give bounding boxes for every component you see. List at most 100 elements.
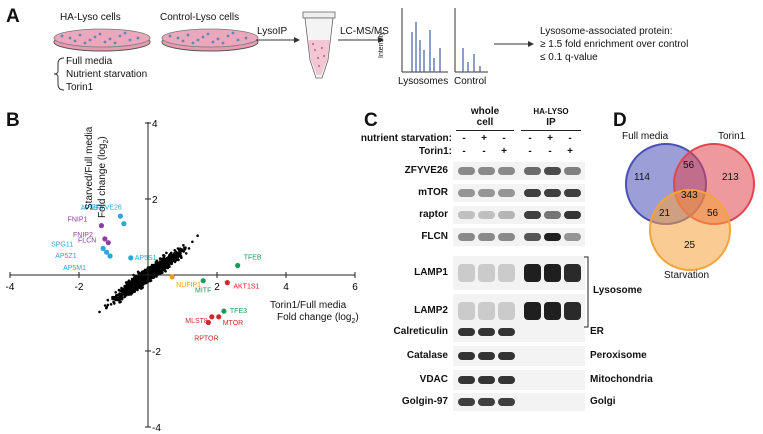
protein-point bbox=[152, 275, 156, 278]
header-ip: HA-LYSO IP bbox=[520, 106, 582, 128]
blot-row-vdac bbox=[453, 370, 585, 390]
blot-band bbox=[498, 328, 515, 336]
protein-point bbox=[136, 270, 140, 274]
blot-label-raptor: raptor bbox=[419, 209, 448, 220]
blot-row-zfyve26 bbox=[453, 162, 585, 180]
condition-torin1: Torin1 bbox=[66, 82, 94, 93]
y-axis-title-1: Starved/Full media bbox=[84, 126, 95, 210]
blot-label-catalase: Catalase bbox=[406, 350, 448, 361]
eppendorf-tube bbox=[302, 11, 336, 79]
blot-band bbox=[478, 376, 495, 384]
protein-point bbox=[141, 279, 144, 282]
intensity-axis-label: Intensity bbox=[378, 31, 385, 58]
blot-band bbox=[544, 302, 561, 320]
venn-full-torin1: 56 bbox=[683, 160, 695, 171]
protein-point bbox=[177, 254, 180, 257]
y-tick-label: -4 bbox=[152, 423, 161, 432]
panel-a-diagram bbox=[53, 8, 534, 91]
labeled-point-ap5b1 bbox=[117, 213, 123, 219]
header-whole-underline bbox=[456, 130, 514, 131]
labeled-point-mtor bbox=[216, 314, 222, 320]
labeled-point-label: AP5Z1 bbox=[55, 253, 77, 260]
protein-point bbox=[178, 254, 182, 257]
protein-point bbox=[157, 267, 160, 271]
protein-point bbox=[145, 270, 148, 274]
blot-band bbox=[524, 211, 541, 219]
labeled-point-label: SPG11 bbox=[51, 241, 73, 248]
labeled-point-label: FNIP2 bbox=[73, 232, 93, 239]
x-axis-title-sub: 2 bbox=[351, 318, 356, 325]
labeled-point-label: AP5S1 bbox=[135, 255, 157, 262]
labeled-point-spg11 bbox=[100, 245, 106, 251]
protein-point bbox=[158, 260, 162, 264]
labeled-point-label: MTOR bbox=[223, 320, 243, 327]
header-whole-cell: whole cell bbox=[455, 106, 515, 128]
protein-point bbox=[180, 256, 183, 259]
protein-point bbox=[161, 271, 164, 274]
protein-point bbox=[119, 289, 122, 293]
protein-point bbox=[106, 303, 110, 307]
protein-point bbox=[156, 264, 160, 267]
protein-point bbox=[144, 279, 148, 282]
blot-band bbox=[478, 398, 495, 406]
blot-band bbox=[458, 189, 475, 197]
labeled-point-mlst8 bbox=[209, 314, 215, 320]
protein-point bbox=[163, 254, 166, 257]
blot-band bbox=[458, 398, 475, 406]
protein-point bbox=[98, 310, 101, 314]
spectrum-lysosomes-label: Lysosomes bbox=[398, 76, 449, 87]
blot-band bbox=[524, 189, 541, 197]
blot-band bbox=[564, 211, 581, 219]
conditions-brace bbox=[53, 57, 65, 91]
x-tick-label: -4 bbox=[6, 282, 15, 293]
blot-band bbox=[498, 264, 515, 282]
header-cell: cell bbox=[476, 117, 494, 128]
protein-point bbox=[160, 267, 163, 270]
blot-band bbox=[498, 398, 515, 406]
protein-point bbox=[148, 276, 152, 280]
protein-point bbox=[116, 296, 120, 300]
starvation-sign: - bbox=[568, 133, 572, 144]
arrow-criteria bbox=[494, 41, 534, 47]
x-tick-label: 4 bbox=[283, 282, 289, 293]
blot-band bbox=[498, 376, 515, 384]
protein-point bbox=[162, 260, 166, 264]
panel-d-letter: D bbox=[613, 110, 627, 131]
criteria-qvalue: ≤ 0.1 q-value bbox=[540, 52, 598, 63]
blot-band bbox=[544, 211, 561, 219]
x-tick-label: 6 bbox=[352, 282, 358, 293]
protein-point bbox=[184, 252, 188, 255]
blot-band bbox=[478, 352, 495, 360]
blot-row-raptor bbox=[453, 206, 585, 224]
labeled-point-zfyve26 bbox=[121, 221, 127, 227]
blot-band bbox=[564, 189, 581, 197]
labeled-point-akt1s1 bbox=[224, 280, 230, 286]
labeled-point-label: TFEB bbox=[244, 255, 262, 262]
dish-control-label: Control-Lyso cells bbox=[160, 12, 240, 23]
protein-point bbox=[173, 257, 177, 260]
blot-band bbox=[544, 233, 561, 241]
protein-point bbox=[129, 285, 132, 289]
blot-band bbox=[458, 352, 475, 360]
spectrum-control bbox=[454, 8, 488, 73]
starvation-sign: + bbox=[481, 133, 487, 144]
header-whole: whole bbox=[470, 106, 500, 117]
compartment-label-peroxisome: Peroxisome bbox=[590, 350, 647, 361]
venn-set-torin1: Torin1 bbox=[718, 131, 746, 142]
labeled-point-label: MLST8 bbox=[185, 318, 208, 325]
protein-point bbox=[167, 261, 171, 264]
protein-point bbox=[141, 284, 144, 287]
blot-band bbox=[458, 328, 475, 336]
y-axis-title-close: ) bbox=[97, 136, 108, 140]
blot-band bbox=[544, 264, 561, 282]
protein-point bbox=[156, 270, 160, 273]
blot-row-flcn bbox=[453, 228, 585, 246]
blot-band bbox=[458, 264, 475, 282]
protein-point bbox=[172, 254, 176, 258]
blot-band bbox=[564, 302, 581, 320]
labeled-point-label: AP5B1 bbox=[81, 205, 103, 212]
protein-point bbox=[120, 297, 124, 301]
protein-point bbox=[173, 249, 176, 252]
blot-band bbox=[458, 302, 475, 320]
